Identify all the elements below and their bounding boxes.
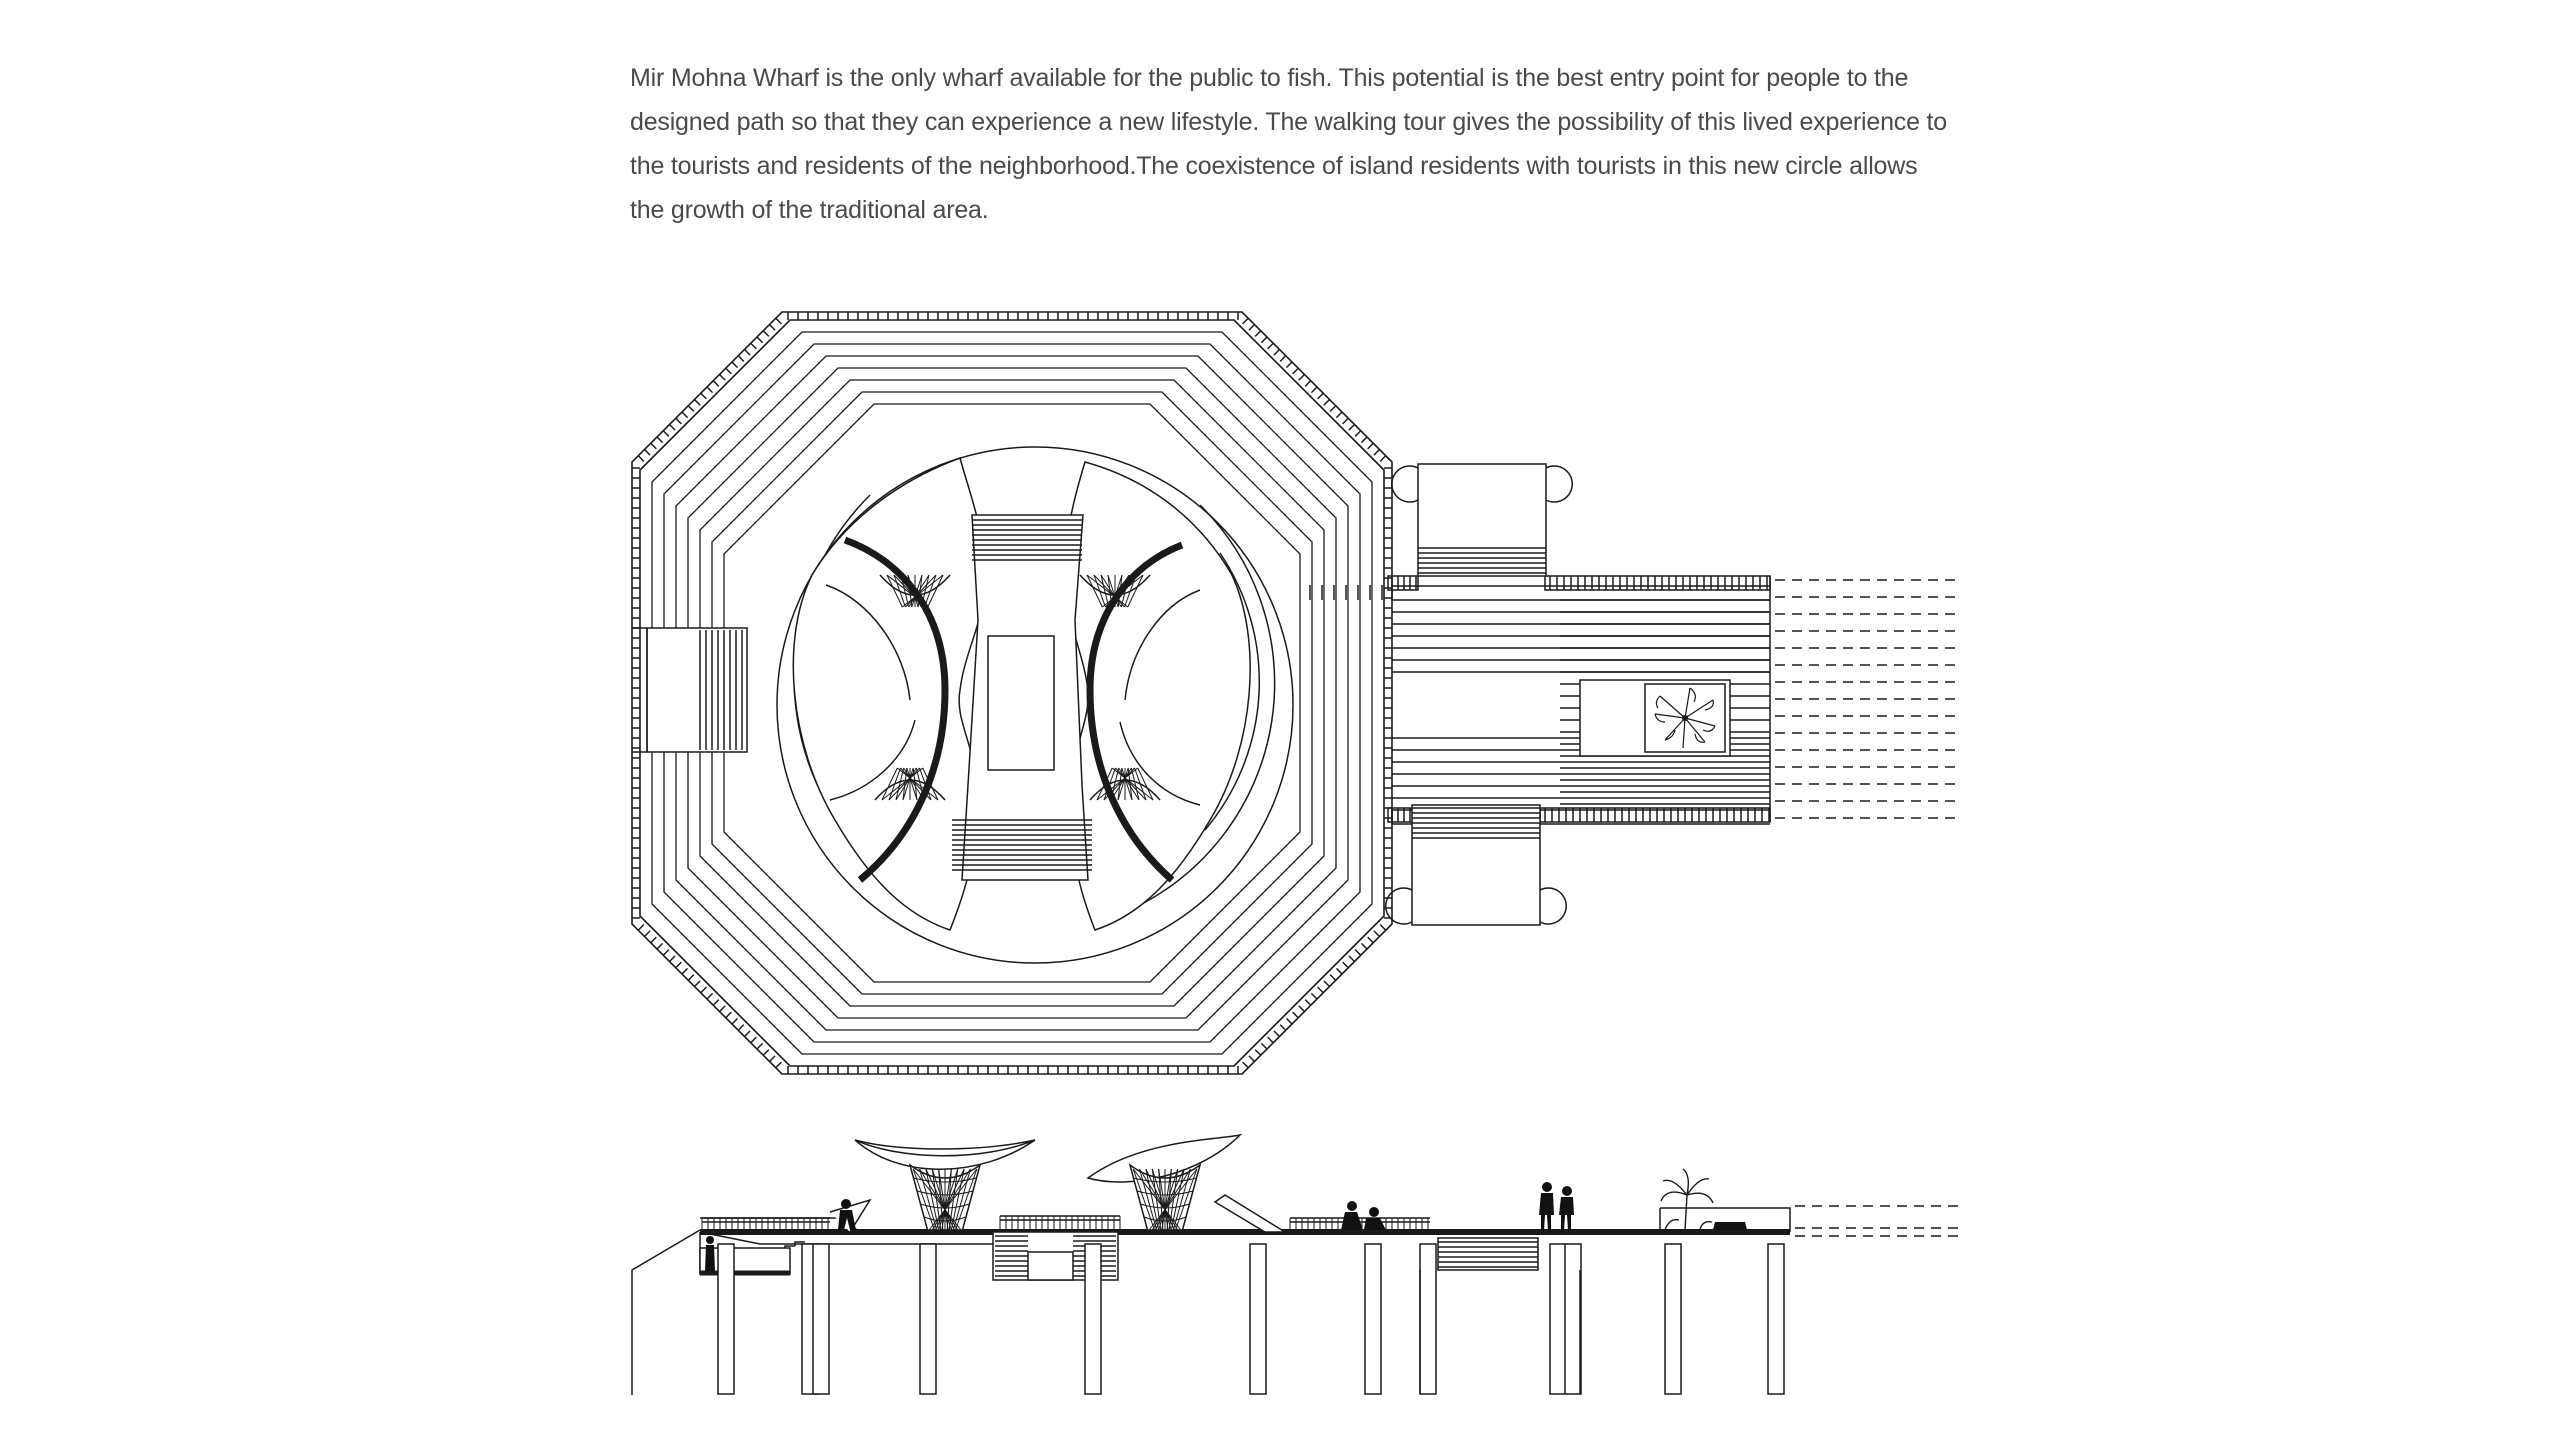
octagon-deck-rings [632, 312, 1392, 1074]
east-pier [1310, 576, 1770, 824]
description-line-3: the tourists and residents of the neighb… [630, 152, 1918, 180]
canopy-right [1088, 1135, 1240, 1182]
central-pavilion [777, 447, 1293, 963]
description-line-4: the growth of the traditional area. [630, 196, 989, 224]
section-piles [718, 1244, 1784, 1394]
net-basket-sw [875, 768, 945, 800]
palm-section-icon [1661, 1169, 1713, 1230]
net-basket-nw [880, 575, 950, 607]
palm-planter [1580, 680, 1730, 756]
net-basket-section-right [1130, 1165, 1200, 1230]
pier-fence-bottom [1388, 808, 1770, 822]
west-stair [632, 628, 747, 752]
south-pavilion [1386, 805, 1566, 925]
wharf-plan [632, 312, 1960, 1074]
net-basket-ne [1080, 575, 1150, 607]
description-line-1: Mir Mohna Wharf is the only wharf availa… [630, 64, 1909, 92]
wharf-section [632, 1135, 1960, 1395]
people-silhouettes [705, 1182, 1747, 1271]
description-line-2: designed path so that they can experienc… [630, 108, 1947, 136]
palm-icon [1655, 688, 1715, 748]
pier-extension-dashes [1775, 580, 1960, 818]
canopy-left [855, 1140, 1035, 1169]
net-basket-se [1090, 768, 1160, 800]
north-pavilion [1392, 464, 1572, 576]
description-paragraph: Mir Mohna Wharf is the only wharf availa… [630, 56, 1970, 232]
pier-fence-top [1388, 576, 1770, 590]
net-basket-section-left [910, 1165, 980, 1230]
